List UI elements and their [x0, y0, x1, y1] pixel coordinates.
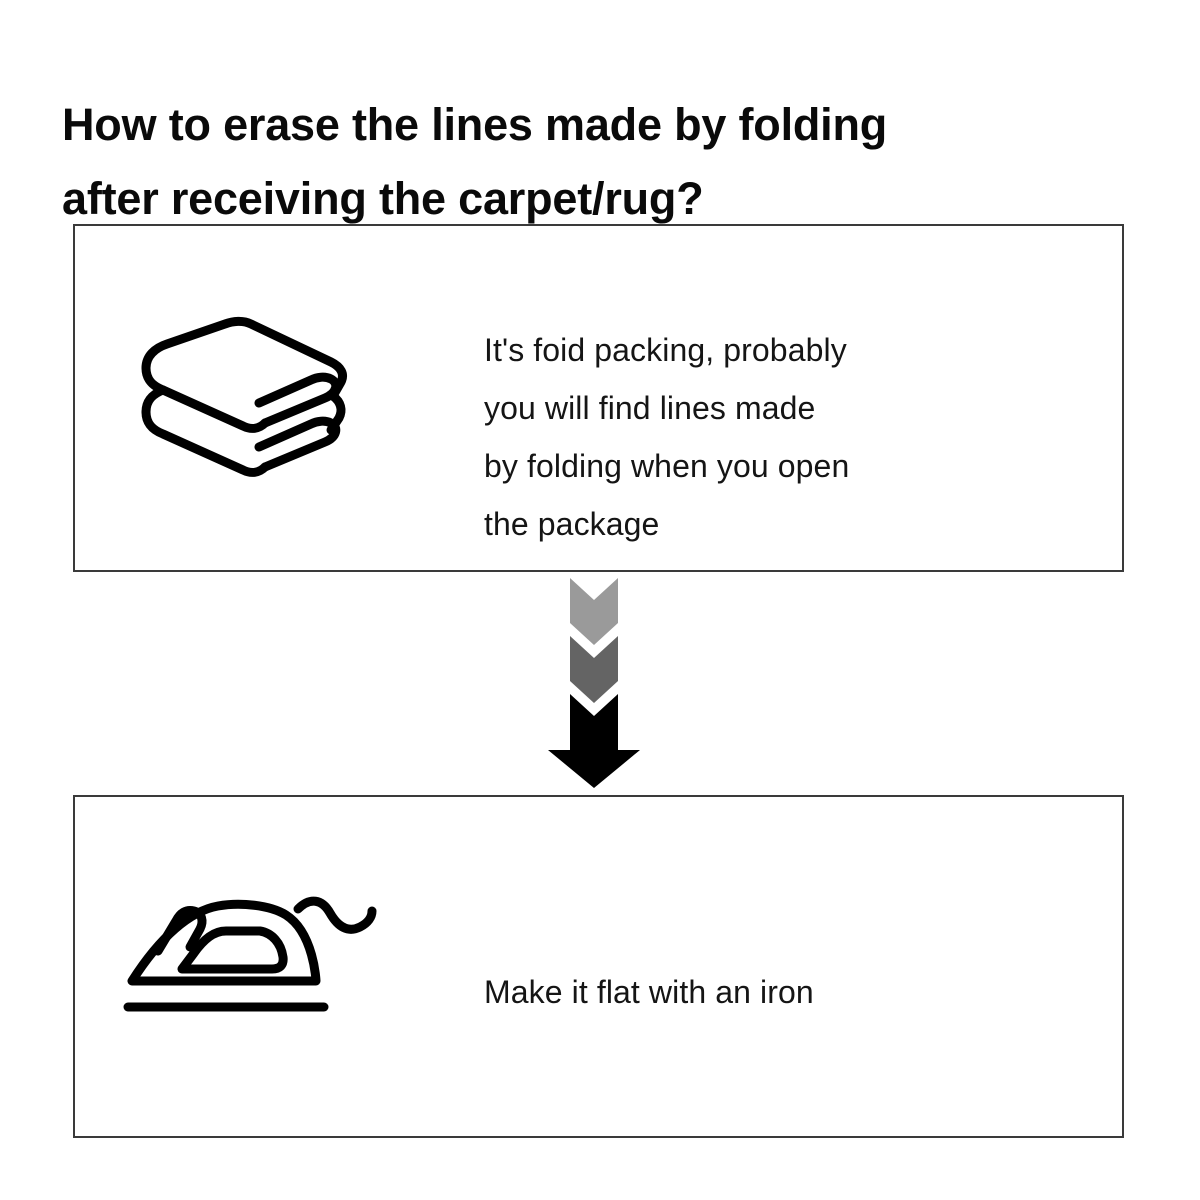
chevron-light-icon: [570, 578, 618, 645]
step-1-description: It's foid packing, probably you will fin…: [484, 332, 850, 542]
step-box-fold-lines: It's foid packing, probably you will fin…: [73, 224, 1124, 572]
chevron-medium-icon: [570, 636, 618, 703]
iron-icon: [123, 896, 377, 1012]
arrow-head-dark-icon: [548, 694, 640, 788]
page-title: How to erase the lines made by folding a…: [62, 99, 888, 225]
folded-carpet-icon: [141, 316, 348, 477]
step-box-iron: Make it flat with an iron: [73, 795, 1124, 1138]
step-2-description: Make it flat with an iron: [484, 974, 814, 1010]
downward-flow-arrow: [548, 578, 640, 788]
